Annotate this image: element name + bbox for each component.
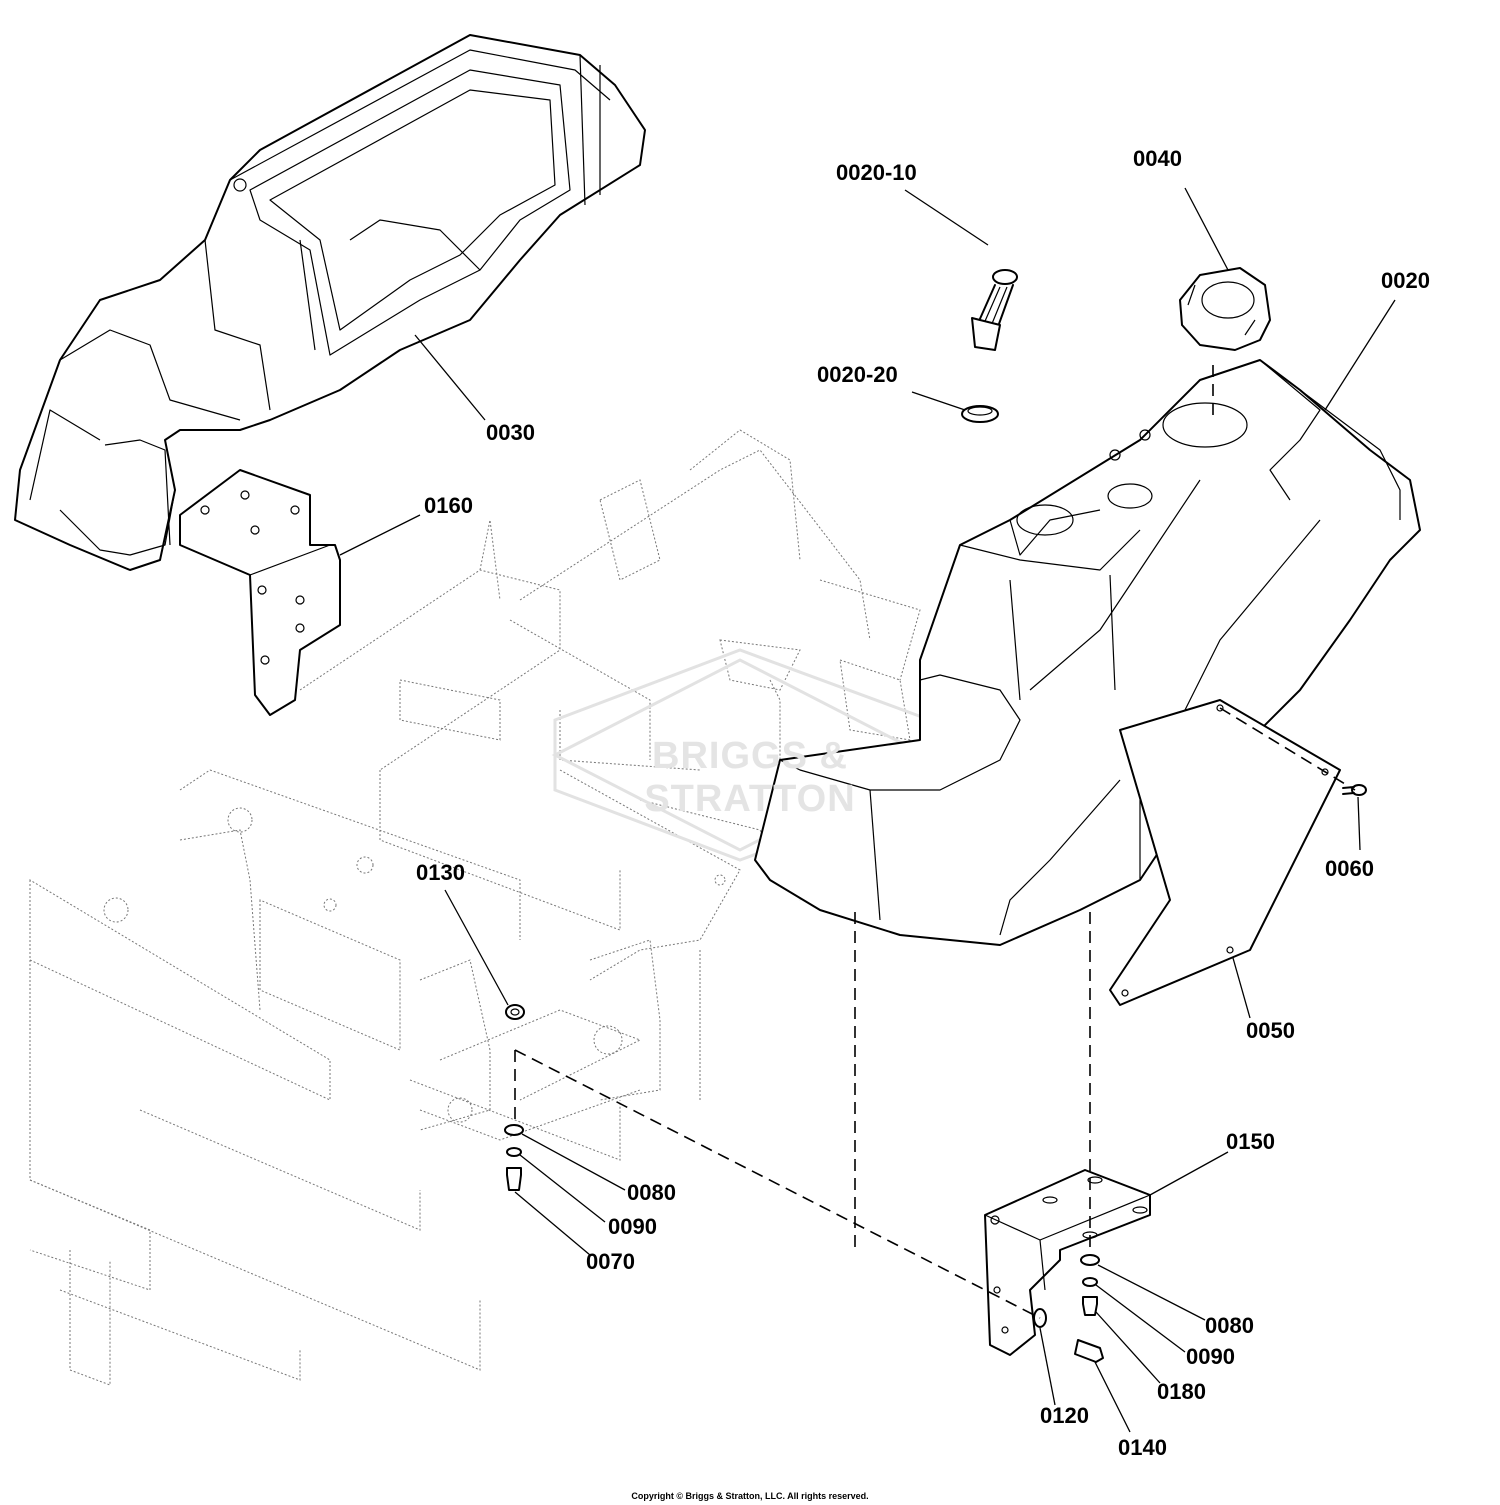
chassis-frame-ghost bbox=[29, 429, 921, 1386]
label-0050[interactable]: 0050 bbox=[1246, 1018, 1295, 1043]
label-0150[interactable]: 0150 bbox=[1226, 1129, 1275, 1154]
label-0080-left[interactable]: 0080 bbox=[627, 1180, 676, 1205]
label-0090-left[interactable]: 0090 bbox=[608, 1214, 657, 1239]
part-0020-fuel-tank bbox=[754, 359, 1421, 946]
label-0020[interactable]: 0020 bbox=[1381, 268, 1430, 293]
leader-lines bbox=[339, 187, 1396, 1433]
label-0020-20[interactable]: 0020-20 bbox=[817, 362, 898, 387]
label-0060[interactable]: 0060 bbox=[1325, 856, 1374, 881]
part-0040-fuel-cap bbox=[1179, 267, 1271, 351]
part-0020-10-fuel-gauge bbox=[971, 269, 1018, 351]
part-0060-screw bbox=[1342, 784, 1367, 796]
hardware-left-stack bbox=[504, 1004, 525, 1191]
part-0160-bracket bbox=[179, 469, 341, 716]
label-0040[interactable]: 0040 bbox=[1133, 146, 1182, 171]
part-0050-panel bbox=[1109, 699, 1341, 1006]
part-0020-20-grommet bbox=[961, 405, 999, 423]
assembly-lines bbox=[514, 365, 1356, 1319]
label-0180[interactable]: 0180 bbox=[1157, 1379, 1206, 1404]
label-0030[interactable]: 0030 bbox=[486, 420, 535, 445]
label-0140[interactable]: 0140 bbox=[1118, 1435, 1167, 1460]
label-0080-right[interactable]: 0080 bbox=[1205, 1313, 1254, 1338]
label-0020-10[interactable]: 0020-10 bbox=[836, 160, 917, 185]
watermark-text: BRIGGS & STRATTON bbox=[644, 735, 856, 820]
part-0030-seat-pan bbox=[14, 34, 646, 571]
label-0130[interactable]: 0130 bbox=[416, 860, 465, 885]
label-0120[interactable]: 0120 bbox=[1040, 1403, 1089, 1428]
label-0070[interactable]: 0070 bbox=[586, 1249, 635, 1274]
part-0150-bracket bbox=[984, 1169, 1151, 1356]
copyright-notice: Copyright © Briggs & Stratton, LLC. All … bbox=[631, 1491, 869, 1501]
label-0160[interactable]: 0160 bbox=[424, 493, 473, 518]
label-0090-right[interactable]: 0090 bbox=[1186, 1344, 1235, 1369]
